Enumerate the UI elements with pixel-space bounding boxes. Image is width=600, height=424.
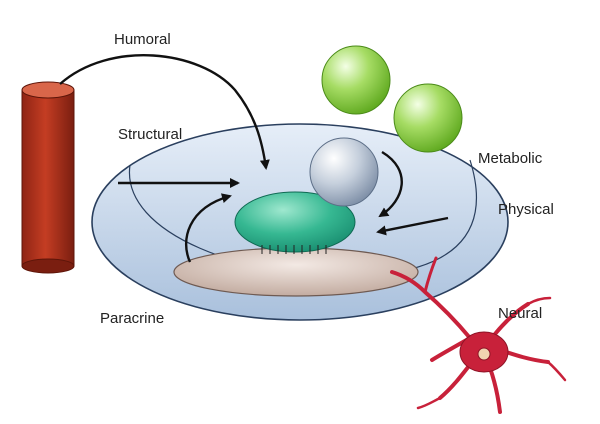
blood-vessel <box>21 81 75 274</box>
green-sphere-2 <box>393 83 463 153</box>
label-neural: Neural <box>498 305 542 322</box>
signal-arrows <box>59 54 449 263</box>
junction-ticks <box>261 245 327 254</box>
label-metabolic: Metabolic <box>478 150 543 167</box>
label-physical: Physical <box>498 201 554 218</box>
label-structural: Structural <box>118 126 182 143</box>
basal-cell <box>173 247 419 297</box>
arrow-metabolic <box>378 150 403 218</box>
arrow-physical <box>376 216 449 236</box>
neuron-nucleus <box>477 347 491 361</box>
stem-cell <box>234 191 356 253</box>
arrow-humoral <box>59 54 270 170</box>
grey-sphere <box>309 137 379 207</box>
label-humoral: Humoral <box>114 31 171 48</box>
arrow-paracrine <box>184 193 232 263</box>
label-paracrine: Paracrine <box>100 310 164 327</box>
green-sphere-1 <box>321 45 391 115</box>
